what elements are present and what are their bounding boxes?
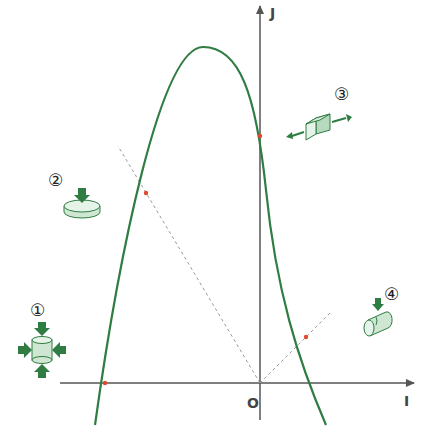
- load-path-line: [260, 313, 330, 383]
- origin-label: O: [247, 396, 259, 410]
- failure-curve: [95, 47, 326, 425]
- j-axis: [259, 6, 261, 420]
- callout-number: ②: [48, 172, 63, 189]
- intersection-dot: [304, 335, 308, 339]
- triaxial-compression-icon: [18, 322, 66, 378]
- notched-specimen-icon: [364, 298, 392, 336]
- axis-label: I: [404, 394, 409, 408]
- callout-number: ①: [30, 302, 45, 319]
- uniaxial-compression-icon: [64, 188, 100, 218]
- axis-label: J: [270, 6, 275, 20]
- i-axis: [60, 382, 414, 384]
- intersection-dot: [144, 191, 148, 195]
- callout-number: ③: [334, 86, 349, 103]
- callout-number: ④: [384, 286, 399, 303]
- pure-shear-icon: [286, 114, 352, 140]
- intersection-dot: [258, 134, 262, 138]
- intersection-dot: [103, 381, 107, 385]
